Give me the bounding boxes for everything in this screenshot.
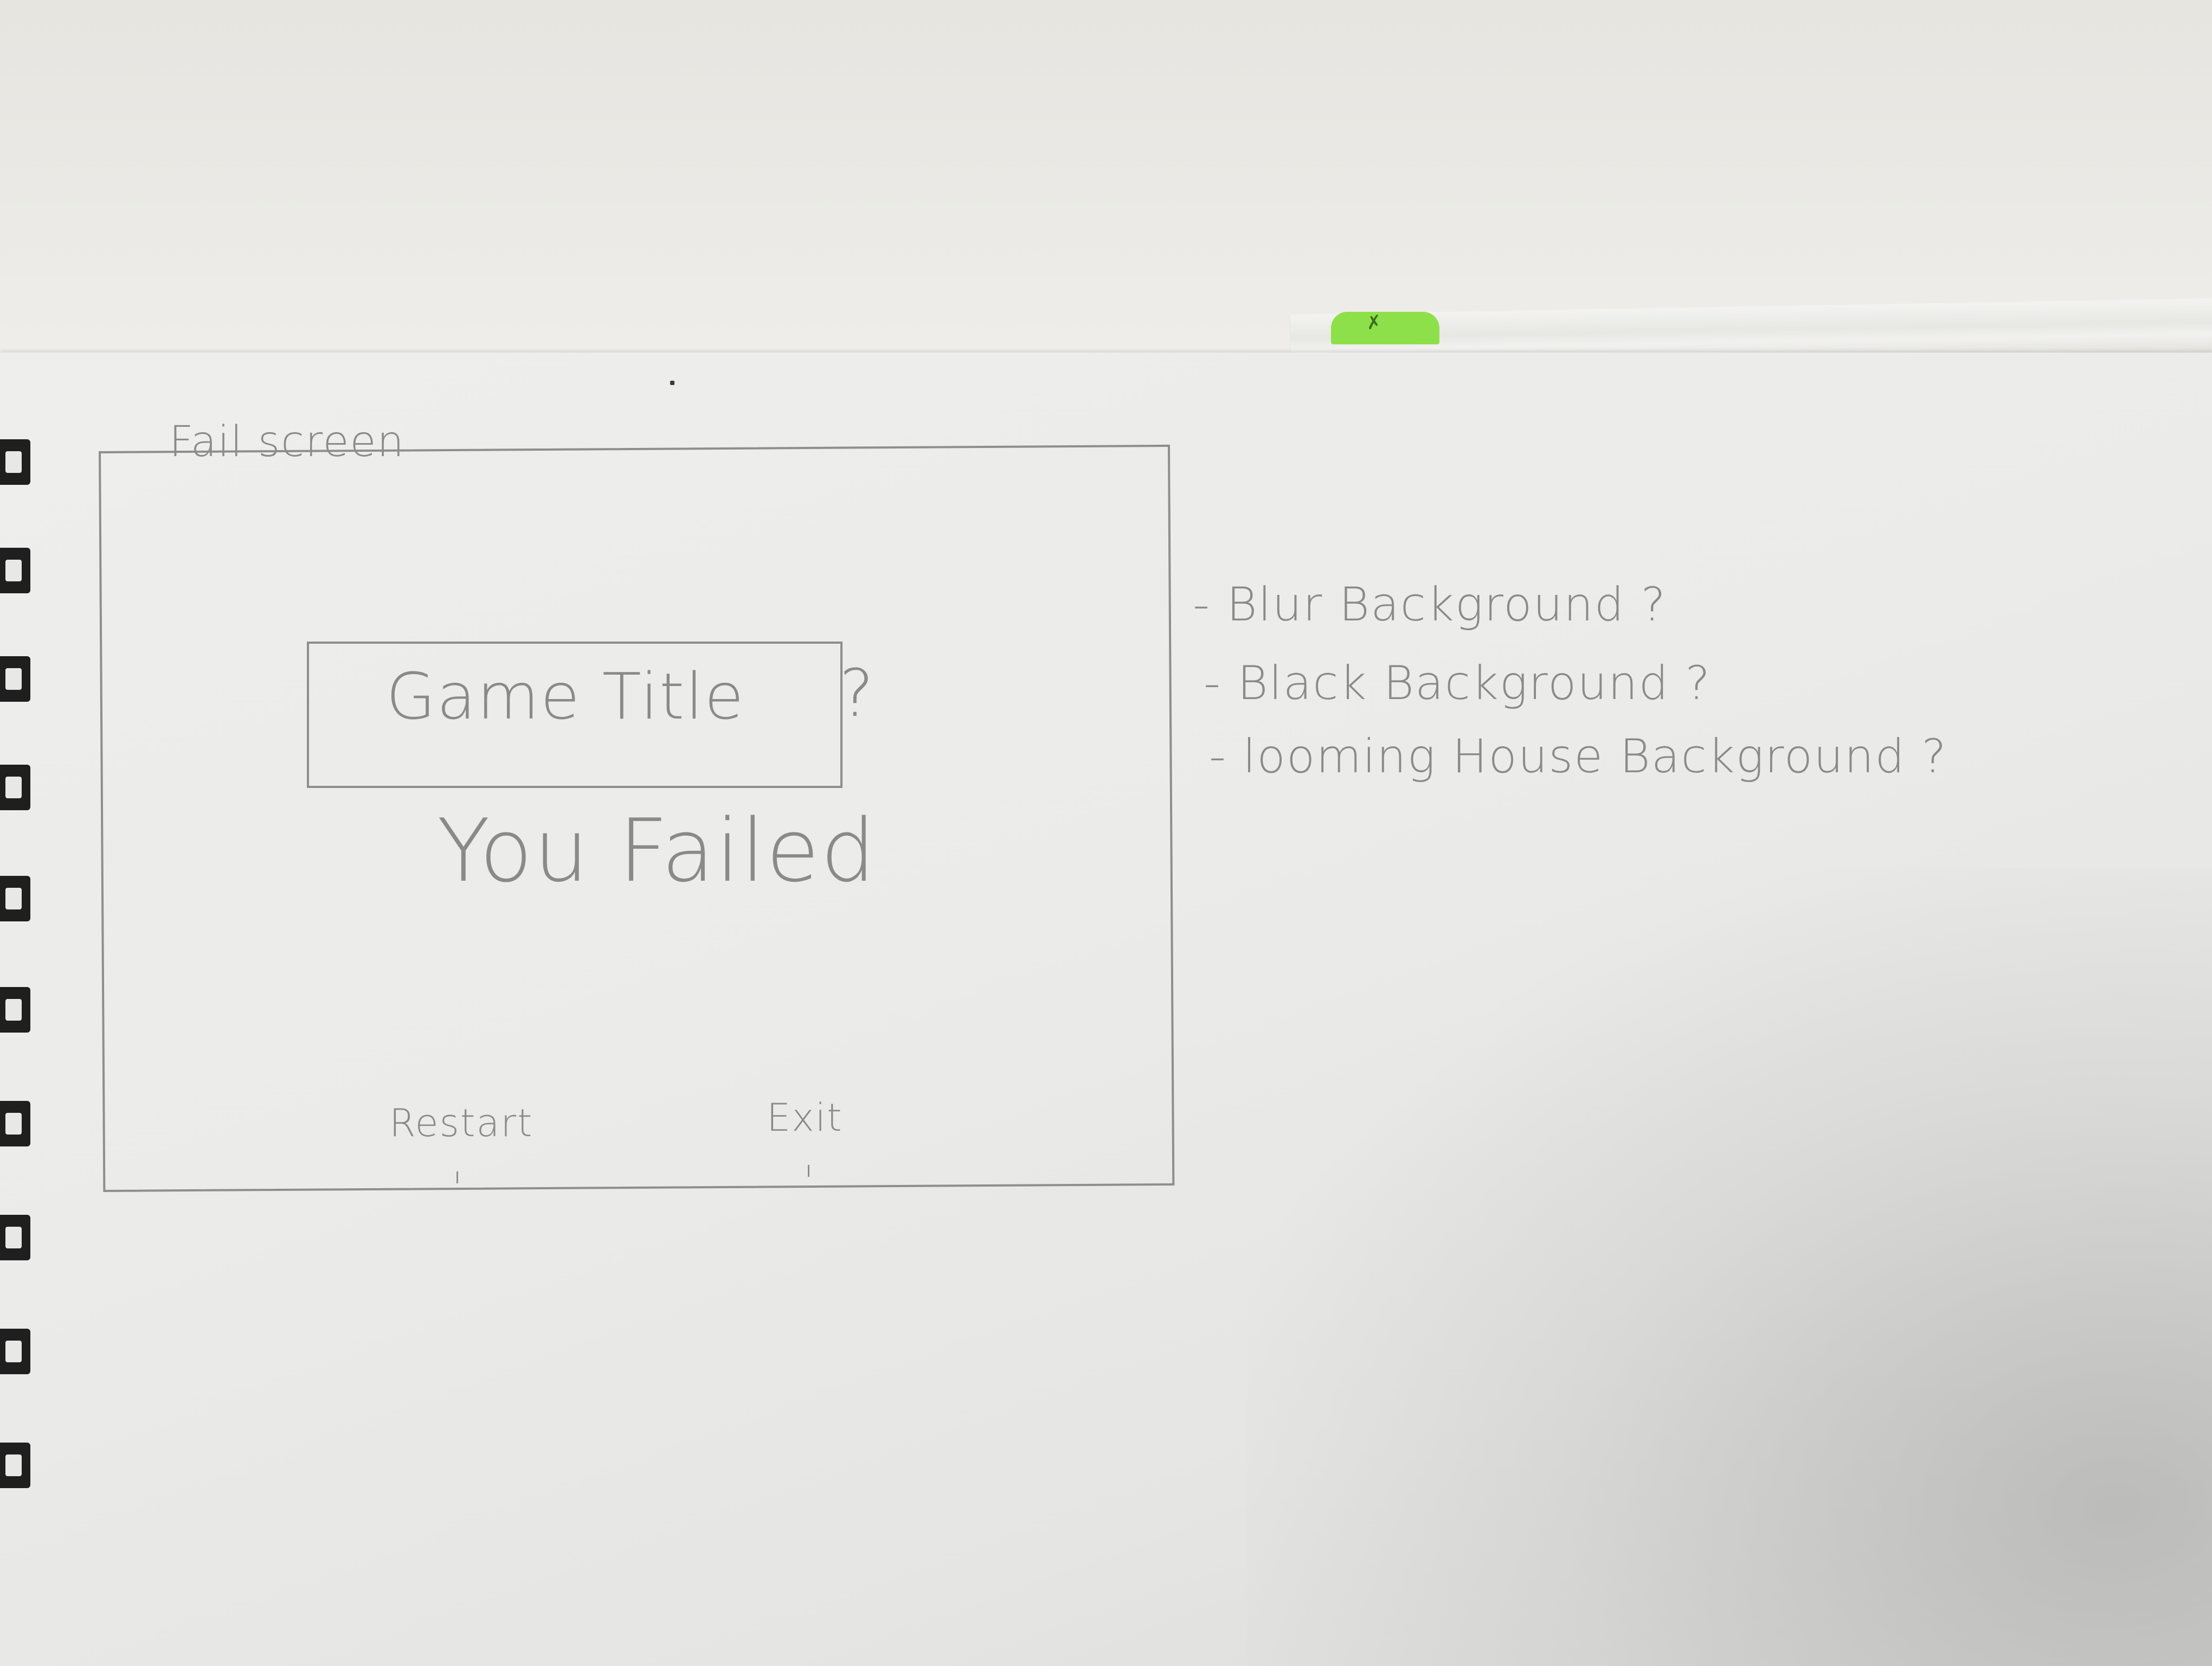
you-failed-headline: You Failed: [437, 800, 877, 901]
binding-ring: [0, 1101, 30, 1146]
binding-ring: [0, 656, 30, 702]
binding-ring: [0, 1215, 30, 1260]
binding-ring: [0, 876, 30, 921]
restart-tick-mark: [456, 1171, 458, 1183]
binding-ring: [0, 1329, 30, 1374]
note-black-background: - Black Background ?: [1204, 656, 1712, 710]
note-blur-background: - Blur Background ?: [1193, 578, 1667, 632]
page-shadow: [1247, 868, 2212, 1666]
game-title-text: Game Title: [386, 659, 745, 734]
binding-ring: [0, 439, 30, 485]
binding-ring: [0, 765, 30, 810]
screen-label: Fail screen: [169, 418, 405, 466]
pencil-speck: [670, 381, 674, 385]
question-mark: ?: [839, 656, 875, 732]
exit-button-sketch: Exit: [767, 1095, 843, 1140]
note-looming-house-background: - looming House Background ?: [1209, 729, 1947, 784]
restart-button-sketch: Restart: [389, 1101, 533, 1145]
sticky-tab: [1331, 312, 1439, 344]
game-title-box: [307, 642, 843, 788]
binding-ring: [0, 1443, 30, 1488]
sticky-tab-scribble: ✗: [1365, 311, 1384, 335]
binding-ring: [0, 548, 30, 593]
binding-ring: [0, 987, 30, 1033]
exit-tick-mark: [808, 1165, 809, 1177]
